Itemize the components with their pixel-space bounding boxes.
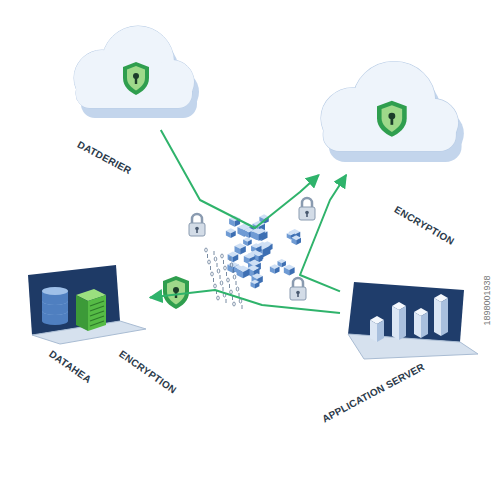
bit-mark: [210, 266, 211, 270]
shield-icon: [123, 62, 149, 95]
bit-mark: [217, 269, 220, 273]
laptop-base: [348, 334, 478, 359]
node-label: ENCRYPTION: [392, 204, 456, 248]
bit-mark: [226, 272, 227, 276]
bit-mark: [213, 278, 214, 282]
node-label: DATDERIER: [75, 139, 133, 177]
padlock: [290, 278, 306, 300]
bit-mark: [239, 299, 242, 303]
bit-mark: [233, 275, 236, 279]
data-cube: [228, 252, 239, 263]
bit-mark: [223, 260, 224, 264]
data-cubes: [226, 214, 301, 288]
data-cube: [278, 259, 286, 267]
data-cube: [252, 273, 263, 284]
cloud-shape: [74, 26, 194, 108]
connector-arrow: [300, 175, 346, 291]
data-cube: [226, 228, 236, 238]
bit-mark: [217, 296, 220, 300]
bit-mark: [214, 251, 215, 255]
server-node: APPLICATION SERVER: [315, 280, 485, 440]
bit-mark: [211, 272, 214, 276]
padlock: [189, 214, 205, 236]
bit-mark: [230, 257, 231, 261]
data-cube: [251, 280, 260, 289]
node-label: DATAHEA: [47, 348, 94, 386]
shield-icon: [377, 101, 407, 137]
node-label: APPLICATION SERVER: [320, 361, 427, 425]
bit-mark: [221, 254, 224, 258]
cloud-node: DATDERIER: [50, 20, 210, 181]
data-cube: [235, 243, 246, 254]
database-cylinders: [42, 287, 68, 325]
server-block: [76, 289, 106, 331]
bit-mark: [214, 284, 217, 288]
watermark-number: 1898001938: [482, 275, 493, 325]
bit-mark: [226, 299, 227, 303]
bit-mark: [227, 278, 230, 282]
padlock: [299, 198, 315, 220]
bit-mark: [208, 260, 211, 264]
node-outline: [50, 20, 210, 181]
bit-mark: [223, 287, 224, 291]
binary-stream: [205, 248, 242, 309]
bit-mark: [205, 248, 208, 252]
bit-mark: [242, 305, 243, 309]
bit-mark: [217, 263, 218, 267]
data-cube: [237, 265, 250, 278]
bit-mark: [220, 275, 221, 279]
data-cube: [291, 235, 301, 245]
database-node: DATAHEA ENCRYPTION: [15, 265, 205, 425]
bit-mark: [236, 287, 239, 291]
bit-mark: [233, 269, 234, 273]
bit-mark: [229, 284, 230, 288]
laptop-screen: [348, 282, 464, 342]
data-cube: [270, 264, 280, 274]
node-outline: [15, 265, 205, 425]
server-towers: [370, 294, 448, 342]
bit-mark: [239, 293, 240, 297]
bit-mark: [230, 290, 233, 294]
bit-mark: [224, 266, 227, 270]
bit-mark: [214, 257, 217, 261]
cloud-shape: [321, 62, 458, 151]
data-cube: [243, 237, 252, 246]
bit-mark: [230, 263, 233, 267]
node-outline: [300, 55, 485, 252]
bit-mark: [220, 281, 223, 285]
data-cube: [253, 228, 265, 240]
cloud-node: ENCRYPTION: [300, 55, 485, 252]
data-cube: [284, 265, 295, 276]
connector-arrow: [161, 130, 319, 228]
bit-mark: [207, 254, 208, 258]
data-cube: [254, 252, 263, 261]
node-label: ENCRYPTION: [117, 348, 179, 396]
bit-mark: [236, 281, 237, 285]
bit-mark: [233, 302, 236, 306]
connector-arrow: [150, 290, 340, 313]
